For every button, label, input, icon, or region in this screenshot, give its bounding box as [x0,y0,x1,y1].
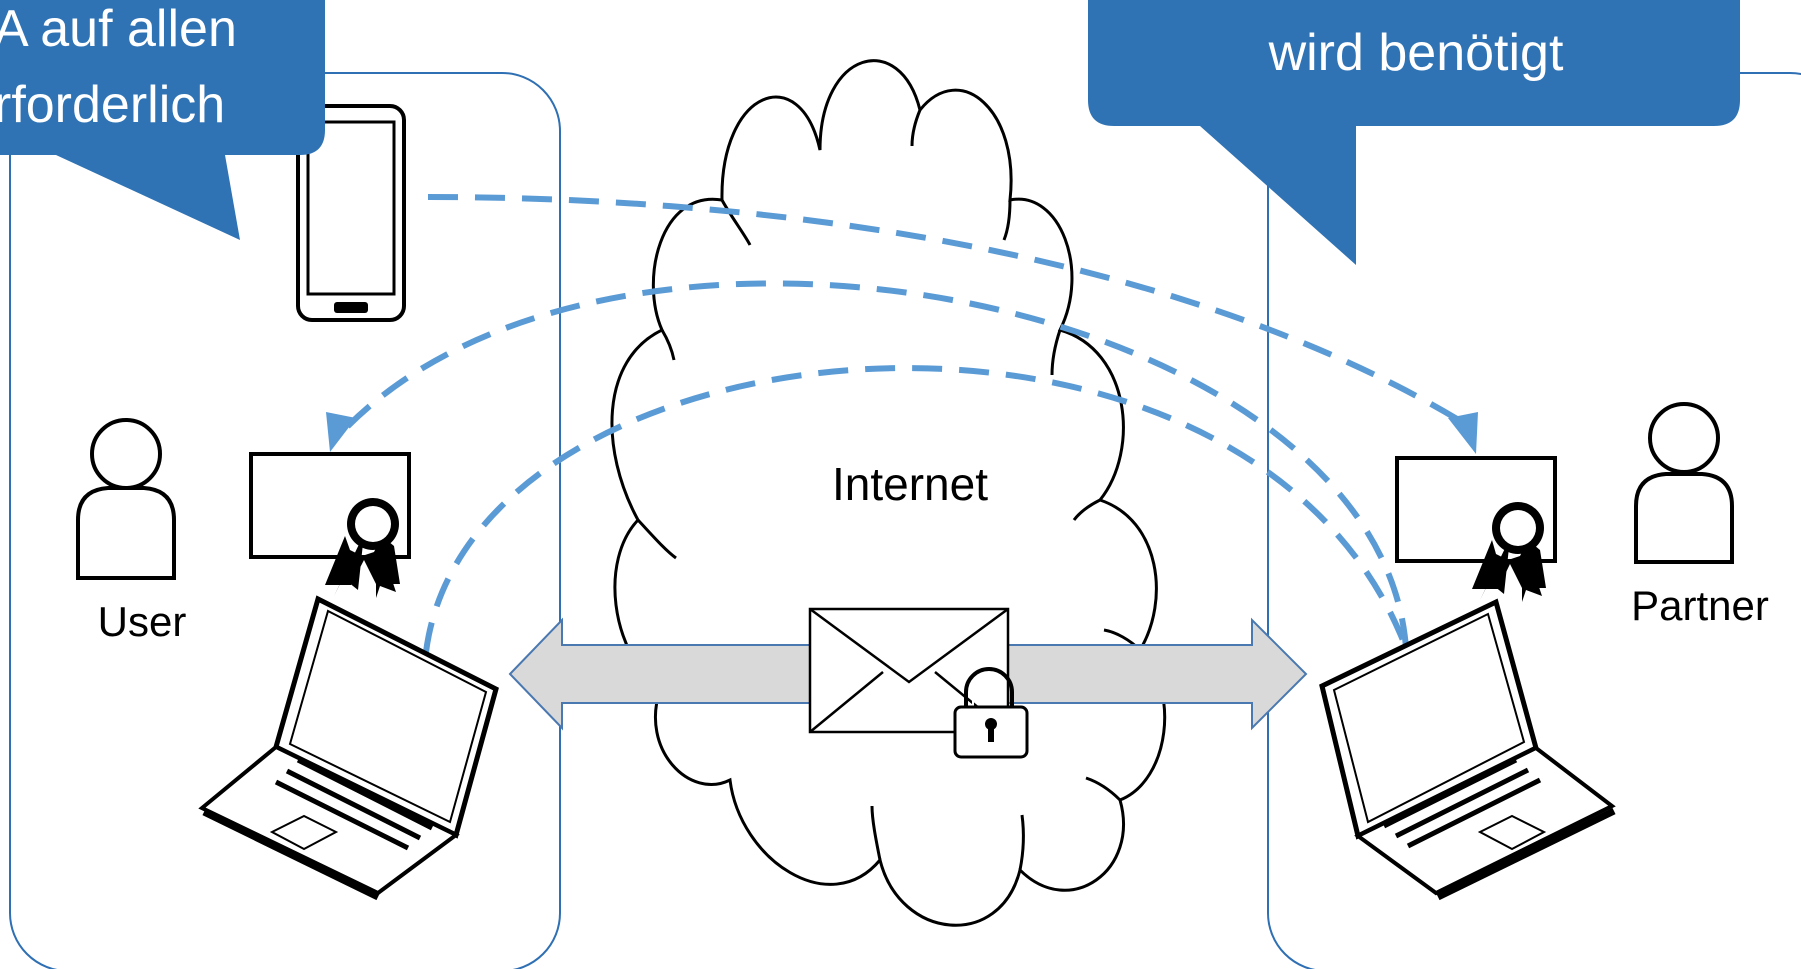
certificate-icon-partner [1395,456,1557,602]
partner-label: Partner [1631,582,1769,629]
dashed-arrow-user-laptop-to-partner-laptop [423,365,1409,653]
person-icon-user [76,418,176,580]
certificate-icon-user [249,452,411,598]
right-callout-bubble: wird benötigt [1088,0,1740,265]
arrowhead-user-cert [326,412,356,452]
padlock-icon [953,667,1029,759]
user-label: User [98,598,187,645]
left-callout-line1: A auf allen [0,0,237,58]
left-callout-line2: rforderlich [0,76,225,134]
arrowhead-partner-cert [1448,412,1478,454]
dashed-arrows [343,194,1474,653]
person-icon-partner [1634,402,1734,564]
envelope-icon [808,607,1010,734]
smartphone-icon [296,104,406,322]
laptop-icon-user [198,595,499,901]
right-callout-line1: wird benötigt [1268,24,1564,82]
dashed-arrow-partner-laptop-to-user-cert [343,280,1409,649]
left-callout-bubble: A auf allen rforderlich [0,0,325,240]
arrowheads [326,412,1478,454]
cloud-label: Internet [832,458,988,510]
laptop-icon-partner [1319,598,1616,901]
dashed-arrow-phone-to-partner-cert [427,194,1474,431]
